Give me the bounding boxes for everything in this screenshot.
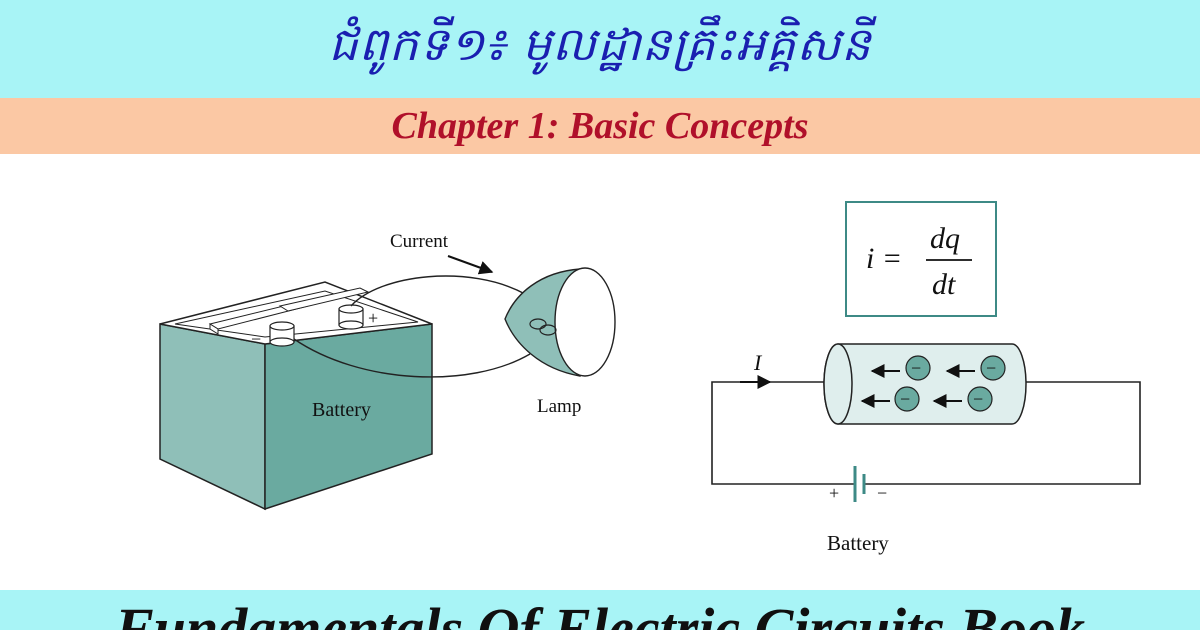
wire-negative <box>293 338 531 378</box>
current-label: Current <box>390 231 449 252</box>
lamp-icon <box>504 267 616 377</box>
battery-plus-label: + <box>368 308 378 328</box>
figures-svg: − + Current Battery Lamp i = dq d <box>159 201 1141 555</box>
battery-minus-label: − <box>251 329 261 349</box>
current-arrow <box>447 255 494 275</box>
battery-front-face <box>159 323 266 511</box>
electron: − <box>945 355 1006 381</box>
battery-label-right: Battery <box>827 531 889 555</box>
lamp-label: Lamp <box>537 396 581 417</box>
svg-text:−: − <box>911 358 921 378</box>
bottom-banner: Fundamentals Of Electric Circuits Book <box>0 590 1200 630</box>
battery-symbol <box>853 466 866 502</box>
electron: − <box>860 386 920 412</box>
battery-minus-symbol: − <box>877 483 887 503</box>
formula-numerator: dq <box>930 222 960 255</box>
positive-terminal <box>338 304 364 330</box>
battery-label-left: Battery <box>312 399 371 421</box>
battery-lamp-figure: − + Current Battery Lamp <box>159 231 616 511</box>
current-symbol: I <box>753 350 763 375</box>
conductor-circuit: I − − − − <box>711 343 1141 555</box>
electron: − <box>932 386 993 412</box>
svg-text:−: − <box>973 389 983 409</box>
wire-positive <box>350 275 526 307</box>
chapter-title: Chapter 1: Basic Concepts <box>391 105 809 147</box>
khmer-title: ជំពូកទី១៖ មូលដ្ឋានគ្រឹះអគ្គិសនី <box>328 16 872 71</box>
battery-top-face <box>159 281 433 345</box>
negative-terminal <box>269 321 295 347</box>
battery-plus-symbol: + <box>829 483 839 503</box>
svg-text:−: − <box>986 358 996 378</box>
formula-denominator: dt <box>932 268 956 301</box>
formula-lhs: i = <box>866 242 902 275</box>
book-title: Fundamentals Of Electric Circuits Book <box>115 596 1085 630</box>
content-area: − + Current Battery Lamp i = dq d <box>0 154 1200 590</box>
chapter-bar: Chapter 1: Basic Concepts <box>0 98 1200 154</box>
formula-box: i = dq dt <box>845 201 997 317</box>
electron: − <box>870 355 931 381</box>
top-banner: ជំពូកទី១៖ មូលដ្ឋានគ្រឹះអគ្គិសនី <box>0 0 1200 98</box>
svg-text:−: − <box>900 389 910 409</box>
